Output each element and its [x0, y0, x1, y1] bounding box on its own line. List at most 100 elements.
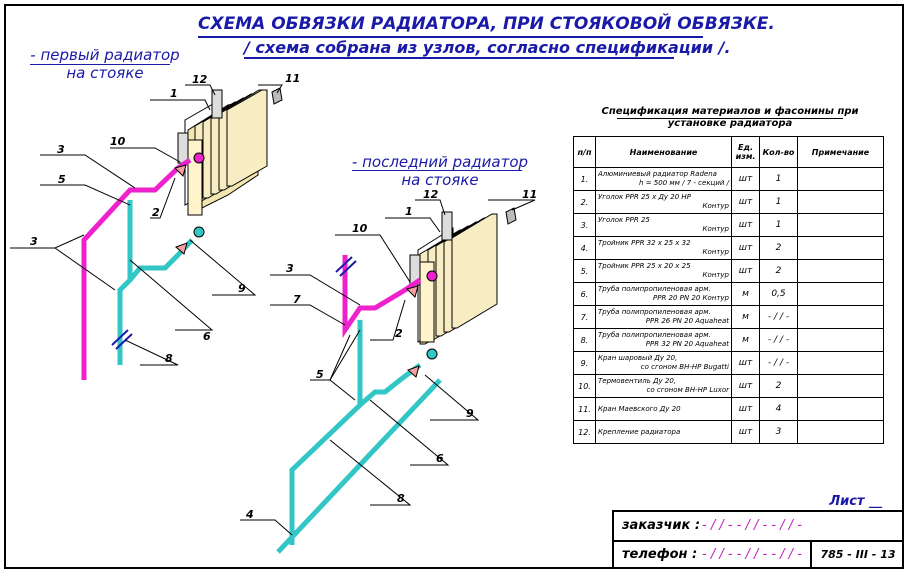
spec-cell-note [797, 282, 884, 306]
label-d1-12: 12 [192, 73, 208, 86]
first-note-underline [30, 64, 170, 65]
drawing-code: 785 - III - 13 [810, 540, 904, 569]
spec-cell-unit: шт [731, 213, 760, 237]
spec-cell-note [797, 190, 884, 214]
spec-name-line2: PPR 26 PN 20 Aquaheat [645, 317, 729, 325]
radiator-1 [177, 87, 283, 238]
spec-cell-unit: м [731, 328, 760, 352]
radiator-2 [409, 207, 517, 360]
phone-value: - / / - - / / - - / / - [702, 547, 802, 562]
return-riser-1 [117, 200, 133, 365]
spec-cell-note [797, 420, 884, 444]
customer-value: - / / - - / / - - / / - [702, 518, 802, 533]
spec-cell-num: 3. [573, 213, 596, 237]
spec-cell-num: 2. [573, 190, 596, 214]
label-d2-8: 8 [397, 492, 405, 505]
spec-name-line1: Труба полипропиленовая арм. [598, 308, 711, 316]
spec-cell-unit: м [731, 282, 760, 306]
spec-cell-qty: 1 [759, 167, 798, 191]
spec-name-line1: Кран шаровый Ду 20, [598, 354, 678, 362]
spec-cell-num: 4. [573, 236, 596, 260]
spec-cell-unit: шт [731, 259, 760, 283]
spec-cell-unit: шт [731, 236, 760, 260]
supply-pipe-2 [342, 255, 422, 339]
spec-cell-qty: 4 [759, 397, 798, 421]
title-block: заказчик : - / / - - / / - - / / - телеф… [612, 510, 904, 569]
first-note-line2: на стояке [66, 64, 144, 82]
spec-cell-note [797, 374, 884, 398]
spec-cell-note [797, 351, 884, 375]
spec-name-line1: Тройник PPR 32 x 25 x 32 [598, 239, 691, 247]
customer-row: заказчик : - / / - - / / - - / / - [614, 512, 904, 542]
spec-name-line1: Труба полипропиленовая арм. [598, 331, 711, 339]
label-d1-3a: 3 [57, 143, 65, 156]
spec-cell-unit: шт [731, 374, 760, 398]
spec-cell-qty: 3 [759, 420, 798, 444]
spec-cell-note [797, 167, 884, 191]
ball-valve-2 [407, 365, 420, 378]
label-d1-2: 2 [152, 206, 160, 219]
label-d2-10: 10 [352, 222, 368, 235]
spec-cell-note [797, 397, 884, 421]
spec-cell-qty: 1 [759, 190, 798, 214]
spec-row: 8.Труба полипропиленовая арм.PPR 32 PN 2… [573, 328, 884, 352]
spec-name-line1: Труба полипропиленовая арм. [598, 285, 711, 293]
spec-row: 6.Труба полипропиленовая арм.PPR 20 PN 2… [573, 282, 884, 306]
spec-name-line2: со сгоном ВН-НР Bugatti [640, 363, 729, 371]
spec-cell-num: 9. [573, 351, 596, 375]
spec-header-row: п/п Наименование Ед. изм. Кол-во Примеча… [573, 136, 884, 168]
spec-name-line2: Контур [702, 225, 730, 233]
spec-name-line1: Тройник PPR 25 x 20 x 25 [598, 262, 691, 270]
label-d2-6: 6 [436, 452, 444, 465]
spec-cell-qty: 2 [759, 236, 798, 260]
spec-name-line2: Контур [702, 271, 730, 279]
spec-row: 9.Кран шаровый Ду 20,со сгоном ВН-НР Bug… [573, 351, 884, 375]
spec-cell-name: Тройник PPR 32 x 25 x 32 Контур [595, 236, 732, 260]
spec-cell-name: Труба полипропиленовая арм.PPR 20 PN 20 … [595, 282, 732, 306]
spec-cell-name: Термовентиль Ду 20,со сгоном ВН-НР Luxor [595, 374, 732, 398]
spec-name-line2: со сгоном ВН-НР Luxor [646, 386, 729, 394]
spec-cell-unit: шт [731, 351, 760, 375]
label-d2-7: 7 [293, 293, 301, 306]
spec-cell-qty: - / / - [759, 328, 798, 352]
spec-cell-name: Тройник PPR 25 x 20 x 25 Контур [595, 259, 732, 283]
header-num: п/п [573, 136, 596, 168]
spec-name-line1: Уголок PPR 25 x Ду 20 НР [598, 193, 691, 201]
spec-name-line2: Контур [702, 248, 730, 256]
spec-cell-name: Крепление радиатора [595, 420, 732, 444]
header-note: Примечание [797, 136, 884, 168]
spec-title-underline [617, 118, 843, 119]
customer-label: заказчик : [622, 518, 701, 533]
spec-cell-qty: - / / - [759, 351, 798, 375]
spec-name-line1: Термовентиль Ду 20, [598, 377, 677, 385]
return-branch-2 [358, 363, 422, 407]
spec-cell-num: 6. [573, 282, 596, 306]
label-d1-5: 5 [58, 173, 66, 186]
header-qty: Кол-во [759, 136, 798, 168]
spec-name-line2: Контур [702, 202, 730, 210]
spec-name-line1: Алюминиевый радиатор Radena [598, 170, 717, 178]
drawing-title: СХЕМА ОБВЯЗКИ РАДИАТОРА, ПРИ СТОЯКОВОЙ О… [198, 14, 775, 34]
first-radiator-note: - первый радиатор на стояке [30, 46, 180, 82]
return-riser-2 [289, 320, 363, 545]
spec-cell-note [797, 305, 884, 329]
spec-cell-qty: 1 [759, 213, 798, 237]
spec-cell-name: Труба полипропиленовая арм.PPR 32 PN 20 … [595, 328, 732, 352]
spec-cell-name: Уголок PPR 25 x Ду 20 НР Контур [595, 190, 732, 214]
spec-cell-num: 10. [573, 374, 596, 398]
header-name: Наименование [595, 136, 732, 168]
label-d2-1: 1 [405, 205, 413, 218]
spec-cell-unit: м [731, 305, 760, 329]
spec-cell-num: 12. [573, 420, 596, 444]
spec-cell-num: 11. [573, 397, 596, 421]
main-pipe-2 [276, 378, 442, 554]
last-note-line2: на стояке [401, 171, 479, 189]
label-d1-1: 1 [170, 87, 178, 100]
